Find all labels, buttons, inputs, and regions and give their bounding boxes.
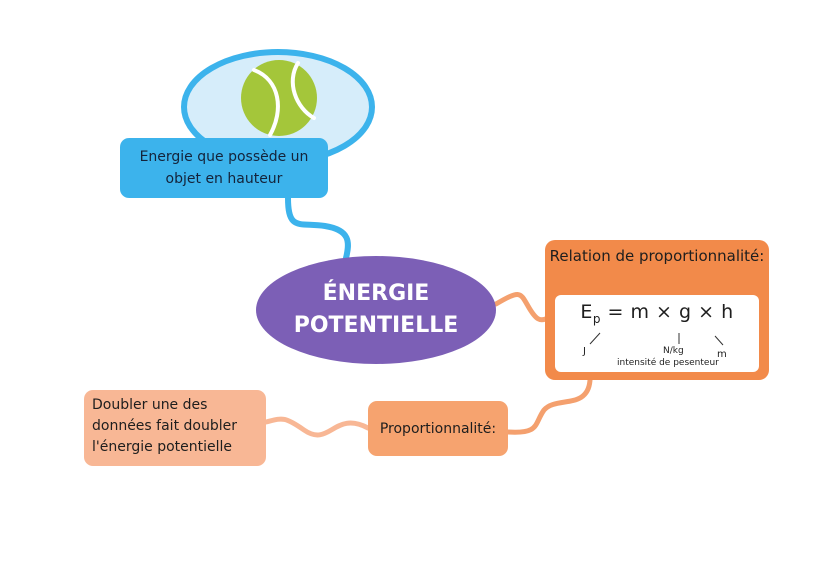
unit-gravity: N/kg — [663, 346, 684, 356]
unit-height: m — [717, 349, 727, 360]
formula-subscript: p — [592, 311, 601, 326]
main-node-line2: POTENTIELLE — [293, 313, 459, 338]
consequence-line3: l'énergie potentielle — [92, 439, 232, 455]
main-node-line1: ÉNERGIE — [322, 281, 430, 306]
arrow-height — [714, 335, 724, 346]
connector-main-to-relation — [493, 292, 551, 323]
formula-symbol: E — [580, 301, 593, 323]
unit-arrows — [589, 332, 724, 346]
relation-title: Relation de proportionnalité: — [549, 247, 765, 265]
connector-proportionality-to-consequence — [263, 416, 371, 438]
main-node: ÉNERGIE POTENTIELLE — [256, 256, 496, 364]
definition-node: Energie que possède un objet en hauteur — [120, 138, 328, 198]
unit-gravity-name: intensité de pesenteur — [617, 358, 719, 368]
proportionality-node: Proportionnalité: — [368, 401, 508, 456]
illustration — [180, 48, 376, 166]
tennis-ball-icon — [241, 60, 317, 137]
connector-relation-to-proportionality — [505, 377, 593, 435]
formula-rest: = m × g × h — [607, 301, 734, 323]
arrow-energy — [589, 332, 601, 345]
unit-energy: J — [583, 346, 586, 357]
consequence-node: Doubler une des données fait doubler l'é… — [84, 390, 266, 466]
definition-text: Energie que possède un objet en hauteur — [139, 149, 309, 187]
relation-node: Relation de proportionnalité: Ep = m × g… — [545, 240, 769, 380]
connector-definition-to-main — [285, 195, 351, 261]
formula-panel: Ep = m × g × h J N/kg m intensité de pes… — [555, 295, 759, 372]
consequence-line2: données fait doubler — [92, 418, 237, 434]
consequence-line1: Doubler une des — [92, 397, 208, 413]
formula: Ep = m × g × h — [555, 301, 759, 326]
proportionality-label: Proportionnalité: — [379, 420, 497, 437]
